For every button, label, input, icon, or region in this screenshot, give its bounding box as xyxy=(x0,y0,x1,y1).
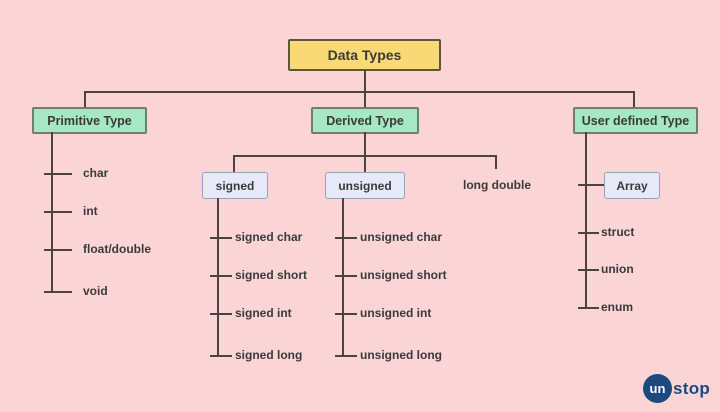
leaf-int: int xyxy=(83,204,98,218)
leaf-enum: enum xyxy=(601,300,634,314)
leaf-void: void xyxy=(83,284,108,298)
connector-tick-signed-short xyxy=(210,275,232,277)
connector-tick-enum xyxy=(578,307,599,309)
node-user-defined-type-label: User defined Type xyxy=(581,113,690,128)
node-array-label: Array xyxy=(616,178,648,193)
node-primitive-type-label: Primitive Type xyxy=(47,113,132,128)
leaf-signed-int: signed int xyxy=(235,306,292,320)
node-user-defined-type: User defined Type xyxy=(573,107,698,134)
connector-signed-spine xyxy=(217,198,219,356)
connector-unsigned-spine xyxy=(342,198,344,356)
unstop-logo: un stop xyxy=(643,374,710,403)
connector-tick-int xyxy=(44,211,72,213)
leaf-union: union xyxy=(601,262,634,276)
connector-tick-void xyxy=(44,291,72,293)
connector-tick-struct xyxy=(578,232,599,234)
connector-tick-signed-int xyxy=(210,313,232,315)
leaf-float-double: float/double xyxy=(83,242,151,256)
connector-root-stem xyxy=(364,70,366,93)
node-data-types: Data Types xyxy=(288,39,441,71)
node-derived-type: Derived Type xyxy=(311,107,419,134)
connector-drop-signed xyxy=(233,155,235,173)
leaf-struct: struct xyxy=(601,225,635,239)
connector-tick-unsigned-char xyxy=(335,237,357,239)
unstop-logo-circle-text: un xyxy=(649,381,666,396)
connector-drop-user-defined xyxy=(633,91,635,108)
leaf-unsigned-long: unsigned long xyxy=(360,348,442,362)
unstop-logo-suffix: stop xyxy=(673,378,711,398)
connector-drop-long-double xyxy=(495,155,497,169)
connector-tick-signed-long xyxy=(210,355,232,357)
leaf-unsigned-char: unsigned char xyxy=(360,230,443,244)
connector-level1-bar xyxy=(84,91,635,93)
node-unsigned: unsigned xyxy=(325,172,405,199)
node-primitive-type: Primitive Type xyxy=(32,107,147,134)
connector-tick-union xyxy=(578,269,599,271)
leaf-signed-long: signed long xyxy=(235,348,303,362)
connector-drop-derived xyxy=(364,91,366,108)
connector-user-defined-spine xyxy=(585,132,587,309)
node-array: Array xyxy=(604,172,660,199)
connector-tick-char xyxy=(44,173,72,175)
connector-tick-array xyxy=(578,184,604,186)
leaf-signed-char: signed char xyxy=(235,230,303,244)
leaf-unsigned-short: unsigned short xyxy=(360,268,447,282)
leaf-long-double: long double xyxy=(463,178,531,192)
unstop-logo-circle: un xyxy=(643,374,672,403)
connector-tick-signed-char xyxy=(210,237,232,239)
leaf-char: char xyxy=(83,166,109,180)
connector-tick-float-double xyxy=(44,249,72,251)
leaf-signed-short: signed short xyxy=(235,268,308,282)
connector-drop-unsigned xyxy=(364,155,366,173)
node-signed-label: signed xyxy=(215,178,255,193)
node-unsigned-label: unsigned xyxy=(338,178,392,193)
leaf-unsigned-int: unsigned int xyxy=(360,306,432,320)
node-derived-type-label: Derived Type xyxy=(326,113,404,128)
node-data-types-label: Data Types xyxy=(327,47,402,63)
node-signed: signed xyxy=(202,172,268,199)
connector-tick-unsigned-long xyxy=(335,355,357,357)
connector-tick-unsigned-int xyxy=(335,313,357,315)
connector-drop-primitive xyxy=(84,91,86,108)
connector-tick-unsigned-short xyxy=(335,275,357,277)
connector-derived-stem xyxy=(364,132,366,157)
